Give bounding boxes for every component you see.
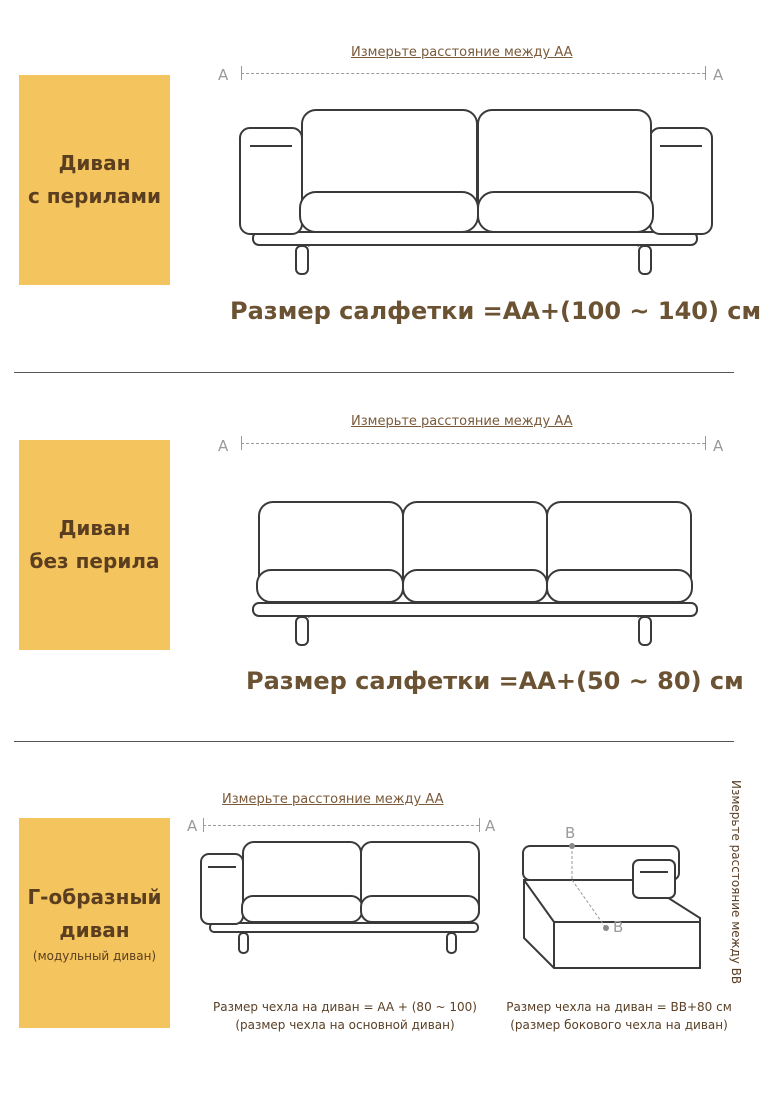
marker-a-right: A <box>485 817 496 835</box>
label-line3: (модульный диван) <box>32 949 157 963</box>
label-line1: Диван <box>58 151 131 175</box>
marker-a-left: A <box>218 66 229 84</box>
note-line2: (размер чехла на основной диван) <box>235 1018 455 1032</box>
marker-b-top: B <box>565 824 576 842</box>
formula-armrest-sofa: Размер салфетки =AA+(100 ~ 140) см <box>230 297 761 325</box>
formula-armless-sofa: Размер салфетки =AA+(50 ~ 80) см <box>246 667 744 695</box>
measure-line <box>203 825 479 826</box>
section-divider <box>14 741 734 742</box>
measure-caption: Измерьте расстояние между AA <box>351 45 573 60</box>
tick-right <box>705 66 706 80</box>
label-line2: без перила <box>29 549 160 573</box>
section-divider <box>14 372 734 373</box>
measure-caption: Измерьте расстояние между AA <box>351 414 573 429</box>
marker-a-right: A <box>713 66 724 84</box>
label-line2: диван <box>59 918 130 942</box>
tick-right <box>705 436 706 450</box>
label-line2: с перилами <box>27 184 162 208</box>
note-line1: Размер чехла на диван = AA + (80 ~ 100) <box>213 1000 477 1014</box>
marker-a-right: A <box>713 437 724 455</box>
label-box-armless-sofa: Диван без перила <box>19 440 170 650</box>
marker-a-left: A <box>218 437 229 455</box>
marker-b-bottom: B <box>613 918 624 936</box>
label-line1: Г-образный <box>27 885 162 909</box>
label-box-l-shaped-sofa: Г-образный диван (модульный диван) <box>19 818 170 1028</box>
tick-right <box>479 818 480 832</box>
note-side-sofa-cover: Размер чехла на диван = BB+80 см (размер… <box>497 998 741 1034</box>
note-main-sofa-cover: Размер чехла на диван = AA + (80 ~ 100) … <box>200 998 490 1034</box>
measure-line <box>241 73 705 74</box>
measure-bb-vertical-caption: Измерьте расстояние между BB <box>729 780 743 985</box>
note-line1: Размер чехла на диван = BB+80 см <box>506 1000 732 1014</box>
measure-caption: Измерьте расстояние между AA <box>222 792 444 807</box>
label-box-armrest-sofa: Диван с перилами <box>19 75 170 285</box>
note-line2: (размер бокового чехла на диван) <box>510 1018 728 1032</box>
marker-a-left: A <box>187 817 198 835</box>
measure-line <box>241 443 705 444</box>
label-line1: Диван <box>58 516 131 540</box>
